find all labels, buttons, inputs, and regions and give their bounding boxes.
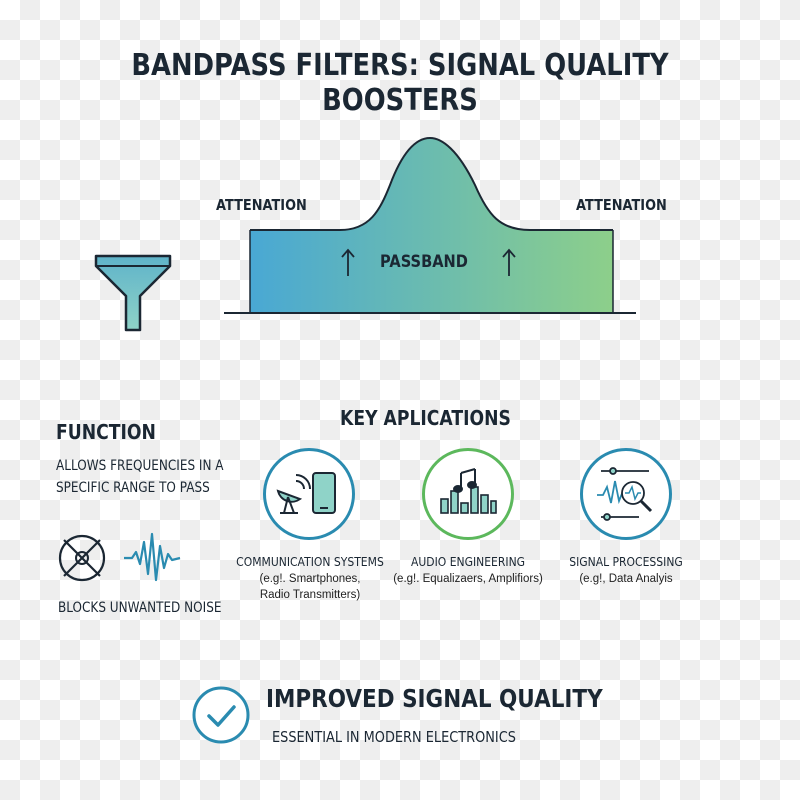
result-title: IMPROVED SIGNAL QUALITY bbox=[266, 684, 603, 713]
blocks-noise-label: BLOCKS UNWANTED NOISE bbox=[58, 600, 222, 616]
bandpass-response-diagram bbox=[224, 136, 636, 314]
noise-wave-icon bbox=[124, 532, 181, 582]
function-description-line1: ALLOWS FREQUENCIES IN A bbox=[56, 458, 224, 474]
passband-label: PASSBAND bbox=[380, 252, 468, 272]
signal-analysis-icon bbox=[597, 467, 653, 521]
checkmark-icon bbox=[192, 686, 250, 744]
function-heading: FUNCTION bbox=[56, 420, 156, 444]
audio-engineering-title: AUDIO ENGINEERING bbox=[410, 555, 526, 569]
attenuation-label-left: ATTENATION bbox=[216, 196, 307, 214]
result-subtitle: ESSENTIAL IN MODERN ELECTRONICS bbox=[272, 728, 516, 746]
signal-processing-circle bbox=[580, 448, 672, 540]
communication-systems-title: COMMUNICATION SYSTEMS bbox=[236, 555, 384, 569]
page-title: BANDPASS FILTERS: SIGNAL QUALITY BOOSTER… bbox=[131, 48, 669, 118]
communication-systems-example-1: (e.g!. Smartphones, bbox=[259, 573, 361, 585]
funnel-icon bbox=[94, 254, 172, 332]
communication-systems-circle bbox=[263, 448, 355, 540]
function-description-line2: SPECIFIC RANGE TO PASS bbox=[56, 480, 210, 496]
equalizer-music-icon bbox=[440, 468, 497, 514]
arrow-up-icon bbox=[341, 248, 355, 276]
applications-heading: KEY APLICATIONS bbox=[340, 406, 511, 430]
satellite-phone-icon bbox=[276, 472, 336, 514]
response-curve bbox=[250, 136, 613, 231]
signal-processing-example: (e.g!, Data Analyis bbox=[579, 573, 673, 585]
attenuation-label-right: ATTENATION bbox=[576, 196, 667, 214]
arrow-up-icon bbox=[502, 248, 516, 276]
communication-systems-example-2: Radio Transmitters) bbox=[259, 589, 361, 601]
audio-engineering-example: (e.g!. Equalizaers, Amplifiors) bbox=[393, 573, 543, 585]
audio-engineering-circle bbox=[422, 448, 514, 540]
no-noise-icon bbox=[58, 534, 106, 582]
passband-area bbox=[250, 138, 613, 312]
signal-processing-title: SIGNAL PROCESSING bbox=[569, 555, 683, 569]
